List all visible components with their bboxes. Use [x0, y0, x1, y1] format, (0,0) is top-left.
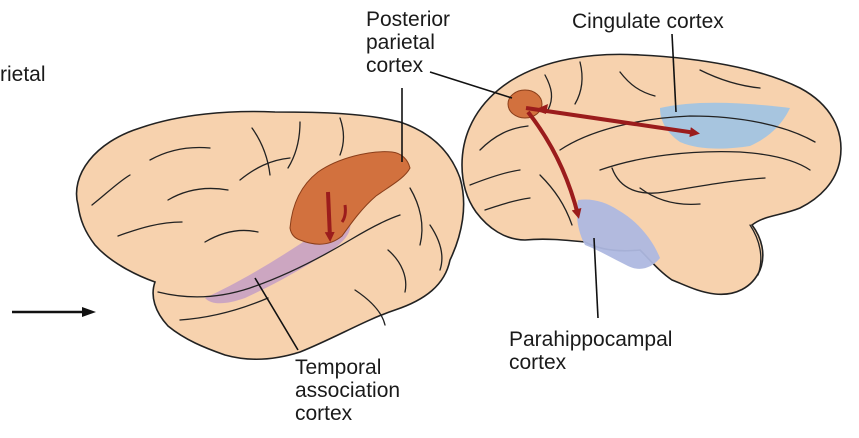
- posterior-parietal-line-1: Posterior: [366, 8, 450, 31]
- lateral-brain: [77, 88, 464, 359]
- partial-left-label: rietal: [0, 63, 46, 86]
- temporal-association-line-2: association: [295, 379, 400, 402]
- medial-brain: [430, 34, 841, 318]
- posterior-parietal-region-medial: [508, 90, 542, 118]
- parahippocampal-line-1: Parahippocampal: [509, 328, 672, 351]
- temporal-association-line-1: Temporal: [295, 356, 400, 379]
- cingulate-label: Cingulate cortex: [572, 10, 724, 33]
- posterior-parietal-line-3: cortex: [366, 54, 450, 77]
- posterior-parietal-label: Posterior parietal cortex: [366, 8, 450, 77]
- temporal-association-label: Temporal association cortex: [295, 356, 400, 425]
- posterior-parietal-line-2: parietal: [366, 31, 450, 54]
- temporal-association-line-3: cortex: [295, 402, 400, 425]
- parahippocampal-line-2: cortex: [509, 351, 672, 374]
- parahippocampal-label: Parahippocampal cortex: [509, 328, 672, 374]
- lateral-brain-outline: [77, 112, 464, 360]
